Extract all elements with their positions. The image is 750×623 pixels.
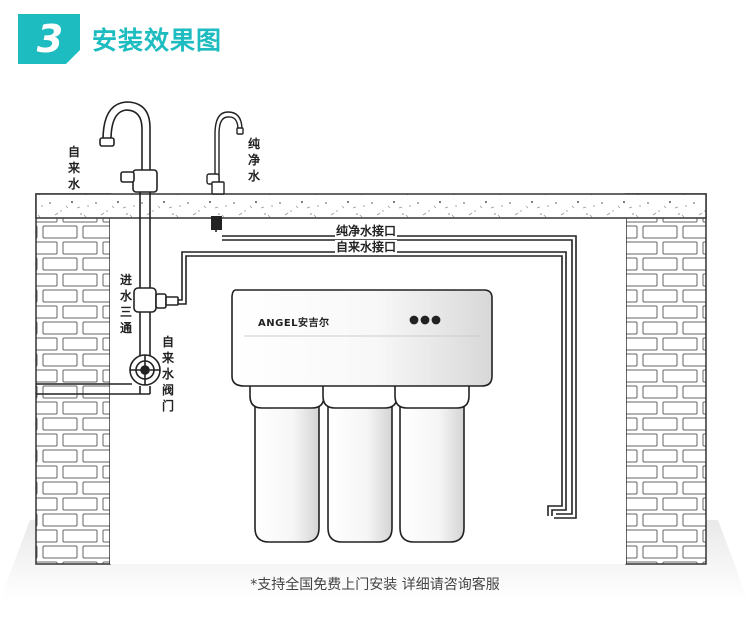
indicator-dot-icon: [420, 315, 430, 325]
filter-canister: [394, 381, 470, 543]
purifier-brand: ANGEL安吉尔: [258, 318, 330, 329]
pure-water-faucet: [206, 111, 244, 195]
filter-canister: [249, 381, 325, 543]
pure-water-connector: [211, 216, 222, 230]
step-badge: [18, 14, 80, 64]
purifier-housing: [231, 289, 493, 387]
label-tap-water-faucet: 自 来 水: [67, 145, 80, 191]
step-number: 3: [36, 17, 64, 61]
indicator-dot-icon: [409, 315, 419, 325]
installation-footnote: *支持全国免费上门安装 详细请咨询客服: [250, 577, 500, 593]
label-inlet-valve: 自 来 水 阀 门: [161, 335, 174, 413]
countertop: [35, 193, 707, 219]
right-brick-wall: [625, 193, 707, 565]
label-pure-water-port: 纯净水接口: [335, 224, 398, 238]
water-tee-fitting: [133, 287, 179, 313]
label-tap-water-port: 自来水接口: [335, 240, 398, 254]
water-purifier: [231, 289, 493, 543]
inlet-valve: [129, 354, 161, 386]
filter-canister: [322, 381, 398, 543]
page-title: 安装效果图: [92, 26, 223, 55]
indicator-dot-icon: [431, 315, 441, 325]
tap-water-faucet: [99, 101, 158, 193]
label-water-tee: 进 水 三 通: [119, 273, 132, 335]
left-brick-wall: [35, 193, 111, 565]
label-pure-water-faucet: 纯 净 水: [247, 137, 260, 183]
